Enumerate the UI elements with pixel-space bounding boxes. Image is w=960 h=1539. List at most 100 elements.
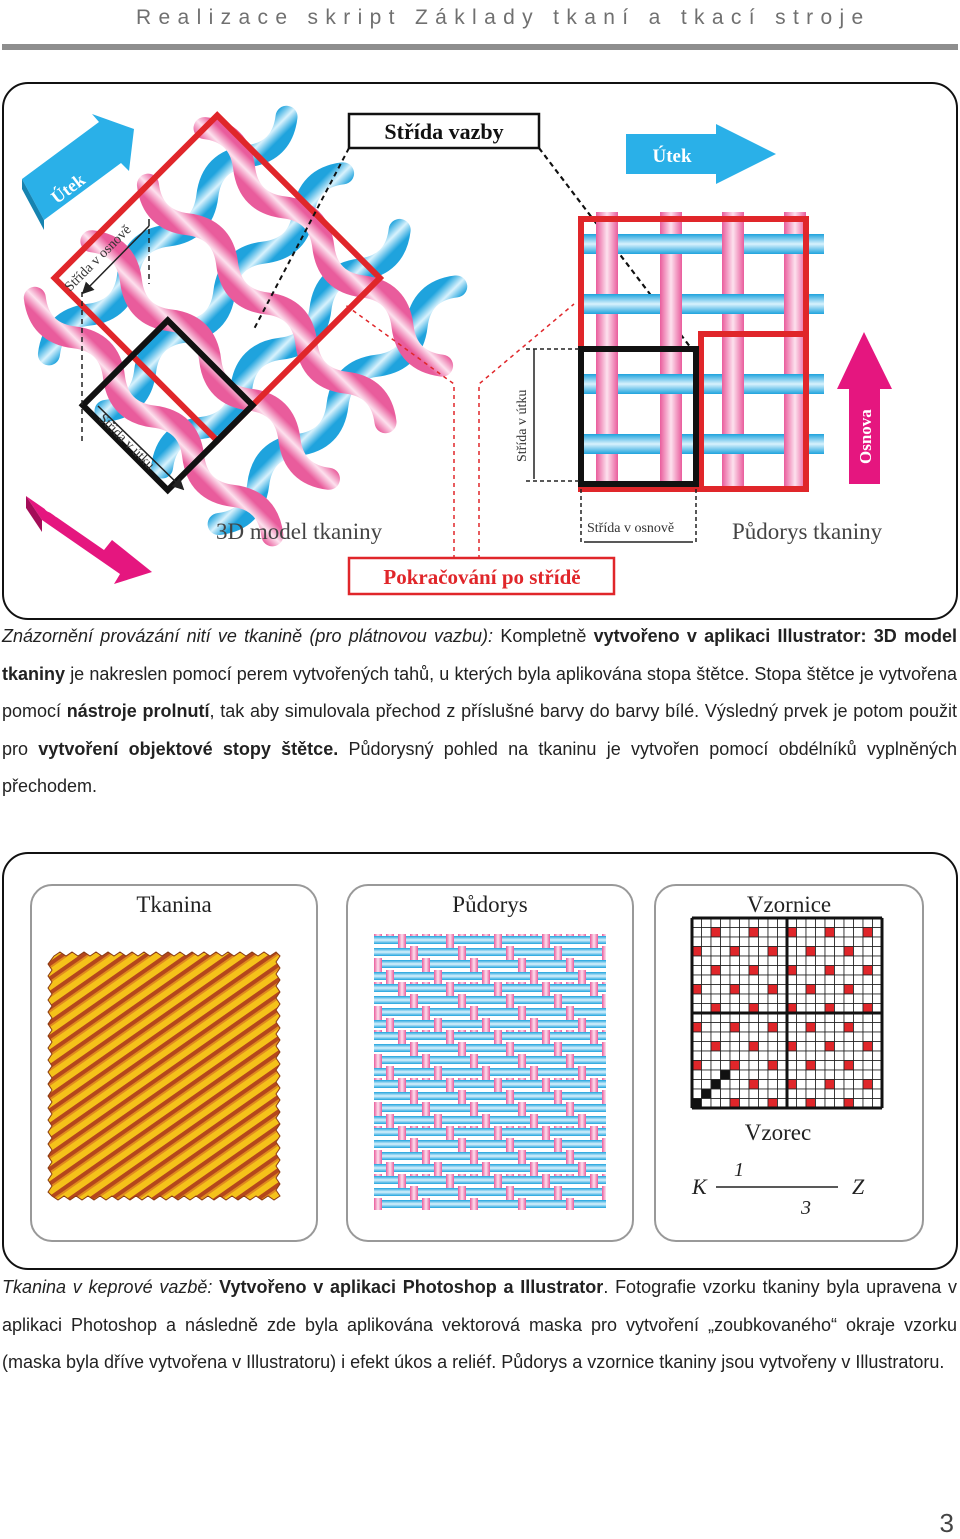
grid-cell: [796, 946, 807, 957]
grid-cell: [701, 993, 712, 1004]
grid-cell: [815, 993, 826, 1004]
card-tkanina: Tkanina: [30, 884, 318, 1242]
vzorec-title: Vzorec: [745, 1120, 811, 1145]
grid-cell: [758, 984, 769, 995]
grid-cell: [815, 936, 826, 947]
grid-cell: [739, 974, 750, 985]
grid-cell: [862, 936, 873, 947]
grid-cell: [710, 993, 721, 1004]
strida-vazby-label: Střída vazby: [384, 119, 503, 144]
grid-cell: [767, 955, 778, 966]
grid-cell: [720, 984, 731, 995]
grid-cell: [720, 955, 731, 966]
caption-figure2: Tkanina v keprové vazbě: Vytvořeno v apl…: [2, 1269, 957, 1382]
grid-cell: [853, 984, 864, 995]
header-title: Realizace skript Základy tkaní a tkací s…: [136, 6, 871, 29]
grid-cell: [834, 1050, 845, 1061]
grid-cell: [720, 965, 731, 976]
grid-cell: [796, 1050, 807, 1061]
grid-cell: [729, 984, 740, 995]
grid-cell: [758, 1050, 769, 1061]
card-vzornice: Vzornice Vzorec K Z 1 3: [654, 884, 924, 1242]
grid-cell: [767, 984, 778, 995]
grid-cell: [729, 946, 740, 957]
grid-cell: [710, 955, 721, 966]
grid-cell: [843, 1069, 854, 1080]
grid-cell: [834, 1088, 845, 1099]
grid-cell: [701, 946, 712, 957]
grid-cell: [862, 993, 873, 1004]
caption1-b3: vytvoření objektové stopy štětce.: [38, 738, 339, 759]
grid-cell: [815, 965, 826, 976]
grid-cell: [729, 1031, 740, 1042]
grid-cell: [824, 936, 835, 947]
grid-cell: [701, 1022, 712, 1033]
caption1-t2: je nakreslen pomocí perem vytvořených ta…: [2, 663, 957, 722]
grid-cell: [805, 1041, 816, 1052]
grid-cell: [701, 955, 712, 966]
svg-text:Střída v útku: Střída v útku: [515, 390, 530, 462]
arrow-osnova-right: Osnova: [837, 332, 892, 484]
grid-cell: [710, 1031, 721, 1042]
grid-cell: [720, 946, 731, 957]
grid-cell: [834, 946, 845, 957]
grid-cell: [720, 1050, 731, 1061]
grid-cell: [824, 1060, 835, 1071]
grid-cell: [862, 946, 873, 957]
grid-cell: [748, 993, 759, 1004]
grid-cell: [862, 927, 873, 938]
grid-cell: [767, 936, 778, 947]
grid-cell: [758, 1079, 769, 1090]
pattern-grid: [690, 916, 884, 1110]
figure-twill: Tkanina: [2, 852, 958, 1270]
grid-cell: [796, 955, 807, 966]
grid-cell: [805, 965, 816, 976]
grid-cell: [739, 1041, 750, 1052]
grid-cell: [767, 1088, 778, 1099]
strida-vazby-box: [347, 112, 541, 150]
grid-cell: [834, 936, 845, 947]
caption1-b1: vytvořeno v aplikaci Illustrator: 3D mod…: [2, 626, 957, 684]
grid-cell: [862, 1079, 873, 1090]
grid-cell: [796, 984, 807, 995]
grid-cell: [748, 1088, 759, 1099]
grid-cell: [843, 984, 854, 995]
grid-cell: [815, 1088, 826, 1099]
grid-cell: [701, 1031, 712, 1042]
grid-cell: [767, 927, 778, 938]
caption2-b1: Vytvořeno v aplikaci Photoshop a Illustr…: [212, 1277, 604, 1297]
caption1-italic: Znázornění provázání nití ve tkanině (pr…: [2, 626, 494, 646]
label-3d-model: 3D model tkaniny: [216, 519, 383, 544]
grid-cell: [710, 974, 721, 985]
grid-cell: [862, 1088, 873, 1099]
grid-cell: [834, 1022, 845, 1033]
grid-cell: [862, 1069, 873, 1080]
grid-cell: [701, 936, 712, 947]
page-header: Realizace skript Základy tkaní a tkací s…: [0, 0, 960, 50]
grid-cell: [720, 1060, 731, 1071]
grid-cell: [853, 1060, 864, 1071]
grid-cell: [843, 955, 854, 966]
grid-cell: [824, 1088, 835, 1099]
grid-cell: [805, 974, 816, 985]
grid-cell: [748, 965, 759, 976]
grid-cell: [739, 1031, 750, 1042]
grid-cell: [720, 1022, 731, 1033]
grid-cell: [710, 946, 721, 957]
grid-cell: [796, 936, 807, 947]
grid-cell: [796, 974, 807, 985]
grid-cell: [796, 1031, 807, 1042]
grid-cell: [796, 927, 807, 938]
grid-cell: [843, 1060, 854, 1071]
grid-cell: [710, 984, 721, 995]
grid-cell: [805, 1069, 816, 1080]
grid-cell: [853, 1031, 864, 1042]
grid-cell: [796, 1060, 807, 1071]
grid-cell: [739, 1060, 750, 1071]
grid-cell: [815, 1041, 826, 1052]
grid-cell: [748, 1031, 759, 1042]
grid-cell: [729, 1050, 740, 1061]
grid-cell: [729, 1022, 740, 1033]
grid-cell: [843, 1041, 854, 1052]
grid-cell: [843, 927, 854, 938]
